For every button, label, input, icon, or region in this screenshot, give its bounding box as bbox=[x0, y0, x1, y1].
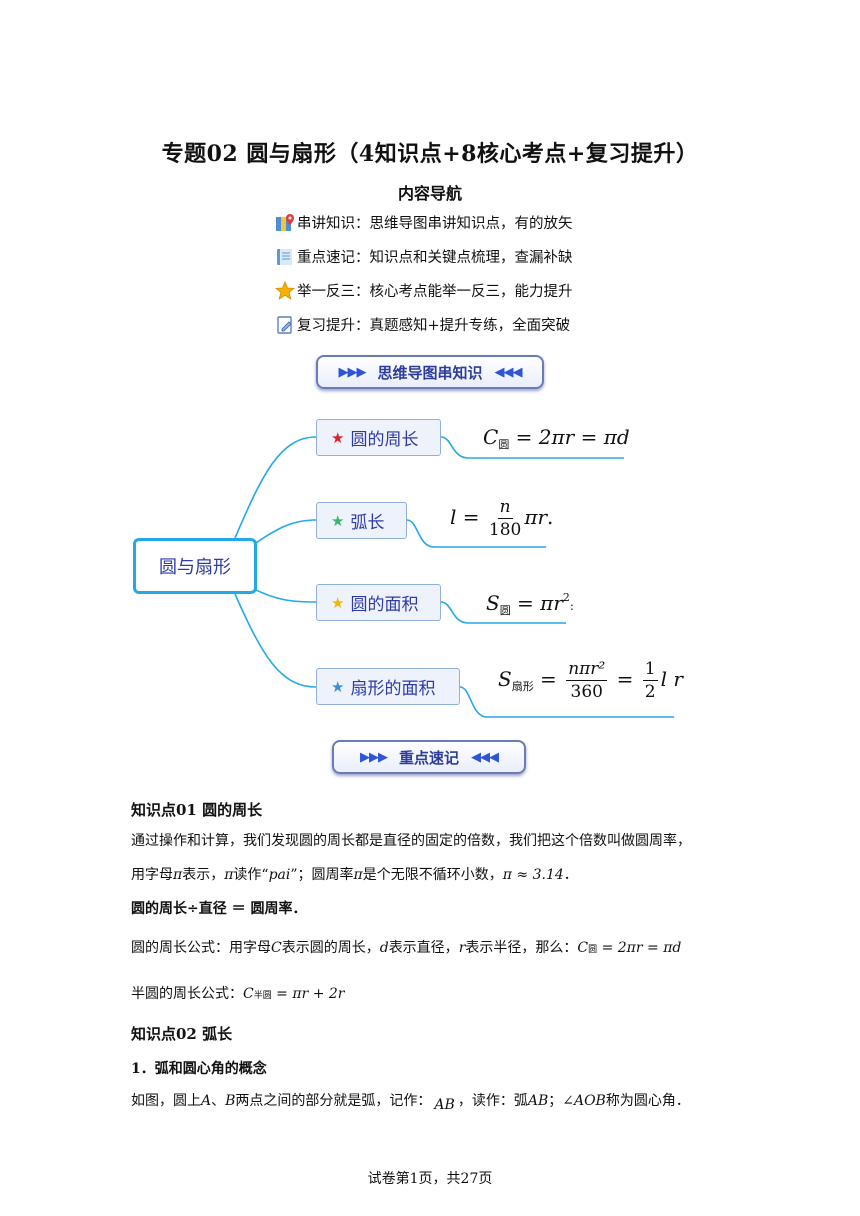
nav-item-text: 复习提升：真题感知+提升专练，全面突破 bbox=[297, 318, 571, 334]
keypoints-banner: ▶▶▶ 重点速记 ◀◀◀ bbox=[332, 740, 526, 774]
book-icon bbox=[277, 248, 292, 265]
banner-text: 思维导图串知识 bbox=[377, 363, 483, 382]
nav-item-text: 串讲知识：思维导图串讲知识点，有的放矢 bbox=[297, 216, 573, 232]
formula-circumference: C圆 = 2πr = πd bbox=[483, 425, 630, 451]
right-arrows-icon: ▶▶▶ bbox=[338, 364, 366, 380]
node-label: 圆的面积 bbox=[350, 595, 419, 615]
mindmap-root: 圆与扇形 bbox=[133, 538, 257, 594]
nav-item-2: 重点速记：知识点和关键点梳理，查漏补缺 bbox=[275, 246, 573, 267]
node-label: 圆的周长 bbox=[350, 430, 419, 450]
knowledge-heading-1: 知识点01 圆的周长 bbox=[131, 801, 263, 819]
knowledge-heading-2: 知识点02 弧长 bbox=[131, 1025, 233, 1043]
paragraph: 圆的周长公式：用字母C表示圆的周长，d表示直径，r表示半径，那么：C圆 = 2π… bbox=[131, 940, 682, 956]
mindmap-node-circumference: ★ 圆的周长 bbox=[316, 419, 441, 456]
key-formula-line: 圆的周长÷直径 ＝ 圆周率． bbox=[131, 901, 307, 917]
left-arrows-icon: ◀◀◀ bbox=[471, 749, 499, 765]
nav-item-text: 重点速记：知识点和关键点梳理，查漏补缺 bbox=[297, 250, 573, 266]
star-icon: ★ bbox=[331, 593, 345, 612]
star-icon: ★ bbox=[331, 511, 345, 530]
paragraph: 用字母π表示，π读作“pai”；圆周率π是个无限不循环小数，π ≈ 3.14． bbox=[131, 867, 578, 883]
mindmap-node-area: ★ 圆的面积 bbox=[316, 584, 441, 621]
node-label: 扇形的面积 bbox=[350, 679, 436, 699]
paragraph: 通过操作和计算，我们发现圆的周长都是直径的固定的倍数，我们把这个倍数叫做圆周率， bbox=[131, 833, 691, 849]
page-title: 专题02 圆与扇形（4知识点+8核心考点+复习提升） bbox=[161, 141, 699, 167]
mindmap-node-sector: ★ 扇形的面积 bbox=[316, 668, 460, 705]
star-icon: ★ bbox=[331, 428, 345, 447]
node-label: 弧长 bbox=[350, 513, 385, 533]
nav-item-1: 串讲知识：思维导图串讲知识点，有的放矢 bbox=[275, 212, 573, 233]
nav-item-text: 举一反三：核心考点能举一反三，能力提升 bbox=[297, 284, 573, 300]
edit-icon bbox=[277, 315, 292, 334]
nav-item-3: 举一反三：核心考点能举一反三，能力提升 bbox=[275, 280, 573, 301]
left-arrows-icon: ◀◀◀ bbox=[494, 364, 523, 380]
mind-map: 圆与扇形 ★ 圆的周长 ★ 弧长 ★ 圆的面积 ★ 扇形的面积 C圆 = 2πr… bbox=[0, 395, 860, 735]
paragraph: 半圆的周长公式：C半圆 = πr + 2r bbox=[131, 986, 345, 1002]
nav-item-4: 复习提升：真题感知+提升专练，全面突破 bbox=[275, 314, 570, 335]
star-icon: ★ bbox=[331, 677, 345, 696]
mindmap-node-arc: ★ 弧长 bbox=[316, 502, 407, 539]
paragraph: 如图，圆上A、B两点之间的部分就是弧，记作：AB，读作：弧AB；∠AOB称为圆心… bbox=[131, 1093, 690, 1113]
banner-text: 重点速记 bbox=[398, 748, 459, 767]
mindmap-banner: ▶▶▶ 思维导图串知识 ◀◀◀ bbox=[316, 355, 544, 389]
map-icon bbox=[276, 213, 294, 231]
page-footer: 试卷第1页，共27页 bbox=[367, 1171, 493, 1187]
star-icon bbox=[275, 280, 295, 300]
formula-area: S圆 = πr2: bbox=[486, 591, 574, 617]
mindmap-connectors bbox=[234, 436, 674, 718]
right-arrows-icon: ▶▶▶ bbox=[359, 749, 388, 765]
sub-heading: 1．弧和圆心角的概念 bbox=[131, 1061, 267, 1077]
nav-heading: 内容导航 bbox=[397, 184, 462, 203]
